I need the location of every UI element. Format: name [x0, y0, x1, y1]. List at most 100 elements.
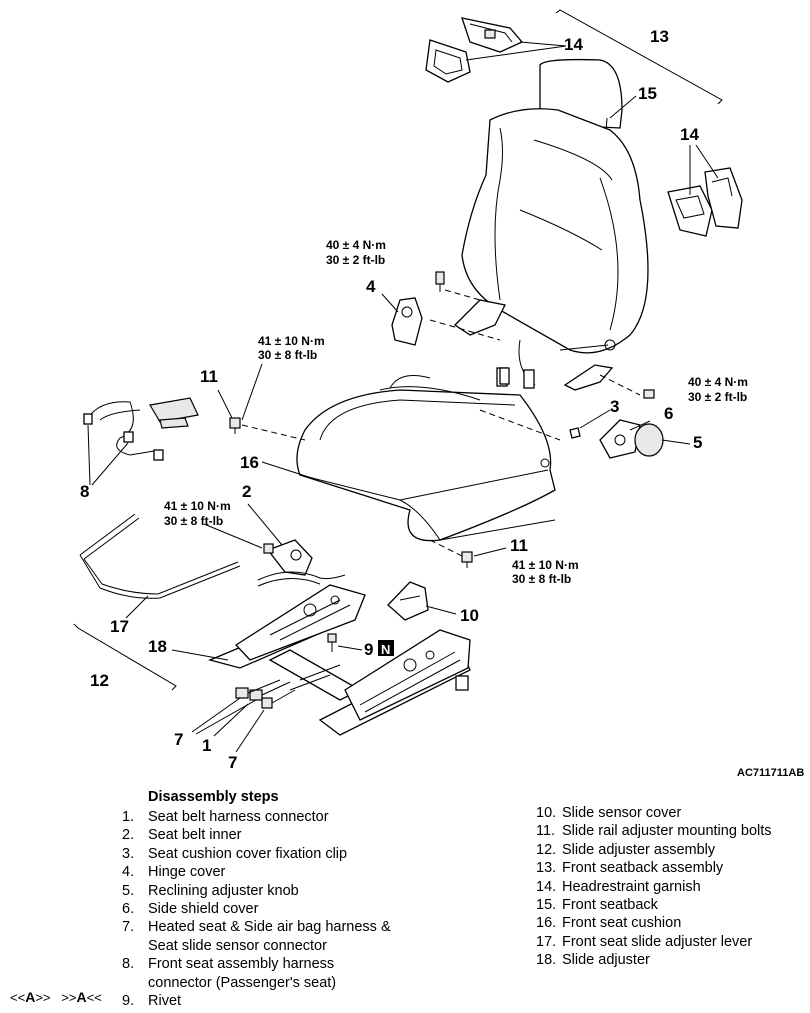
cushion-cover-clip — [569, 427, 581, 439]
step-number: 3. — [122, 845, 135, 862]
step-12: 12. Slide adjuster assembly — [536, 841, 715, 859]
step-number: 6. — [122, 901, 135, 917]
callout-11-lower: 11 — [510, 536, 528, 555]
step-text: Rivet — [148, 993, 182, 1009]
callout-14-top: 14 — [564, 35, 583, 54]
step-number: 15. — [536, 897, 557, 913]
step-text: Front seat cushion — [562, 915, 682, 932]
step-2: 2.Seat belt inner — [122, 826, 242, 844]
step-text: Front seat assembly harness — [148, 956, 335, 973]
headrestraint-garnish-top — [461, 17, 524, 53]
step-8: 8. Front seat assembly harness — [122, 955, 334, 973]
step-18: 18. Slide adjuster — [536, 951, 650, 969]
step-1: 1.Seat belt harness connector — [122, 808, 329, 826]
step-text: Slide sensor cover — [562, 805, 682, 821]
slide-rail-bolt-lower — [461, 551, 473, 568]
steps-title: Disassembly steps — [148, 789, 279, 805]
callout-4: 4 — [366, 277, 376, 296]
rivet — [327, 633, 337, 652]
step-7: 7.Heated seat & Side air bag harness & — [122, 918, 391, 936]
callout-8: 8 — [80, 482, 89, 501]
callout-13: 13 — [650, 27, 669, 46]
step-17: 17. Front seat slide adjuster lever — [536, 933, 752, 951]
callout-16: 16 — [240, 453, 259, 472]
next-close: << — [86, 990, 102, 1005]
torque-belt-ftlb: 30 ± 8 ft-lb — [164, 514, 223, 528]
callout-14-right: 14 — [680, 125, 699, 144]
seat-exploded-diagram: 14 13 15 14 4 11 3 6 5 16 8 2 11 10 17 1… — [73, 9, 804, 779]
torque-rail-upper-ftlb: 30 ± 8 ft-lb — [258, 348, 317, 362]
seat-belt-inner — [257, 539, 346, 587]
slide-adjuster — [207, 584, 471, 736]
step-text: Front seat slide adjuster lever — [562, 933, 753, 950]
step-5: 5.Reclining adjuster knob — [122, 882, 299, 900]
step-text: Reclining adjuster knob — [148, 882, 299, 899]
hinge-cover — [391, 297, 423, 346]
step-9: 9.Rivet — [122, 992, 181, 1010]
step-16: 16.Front seat cushion — [536, 914, 681, 932]
connector-cluster — [235, 679, 296, 709]
step-number: 8. — [122, 956, 135, 973]
step-11: 11.Slide rail adjuster mounting bolts — [536, 822, 772, 840]
bracket-12 — [73, 623, 177, 691]
step-14: 14. Headrestraint garnish — [536, 878, 701, 896]
figure-id: AC711711AB — [737, 767, 804, 779]
reclining-adjuster-knob — [634, 423, 664, 457]
callout-3: 3 — [610, 397, 619, 416]
step-number: 10. — [536, 805, 557, 821]
callout-17: 17 — [110, 617, 129, 636]
step-number: 13. — [536, 860, 557, 877]
headrestraint-garnish-right — [667, 167, 743, 237]
step-15: 15.Front seatback — [536, 896, 658, 914]
step-number: 17. — [536, 933, 557, 950]
callout-6: 6 — [664, 404, 673, 423]
seatback-bolt-lower — [643, 389, 655, 399]
step-text: Hinge cover — [148, 864, 226, 881]
step-number: 2. — [122, 827, 135, 844]
torque-rail-lower-ftlb: 30 ± 8 ft-lb — [512, 572, 571, 586]
bracket-13 — [555, 9, 723, 105]
non-reusable-badge — [378, 640, 394, 656]
step-text: Slide adjuster — [562, 952, 650, 969]
step-text: Slide rail adjuster mounting bolts — [562, 823, 772, 840]
step-text: Front seatback assembly — [562, 860, 724, 877]
slide-rail-bolt-upper — [229, 417, 241, 434]
harness-connector — [83, 397, 199, 461]
callout-12: 12 — [90, 671, 109, 690]
step-text: Seat belt harness connector — [148, 809, 329, 825]
callout-2: 2 — [242, 482, 251, 501]
step-text: Slide adjuster assembly — [562, 841, 716, 858]
step-13: 13. Front seatback assembly — [536, 859, 723, 877]
step-10: 10. Slide sensor cover — [536, 804, 681, 822]
side-shield-cover — [599, 419, 641, 459]
callout-1: 1 — [202, 736, 211, 755]
step-text: Headrestraint garnish — [562, 878, 701, 895]
next-procedure-link[interactable]: >>A<< — [61, 989, 102, 1005]
torque-rail-lower-nm: 41 ± 10 N·m — [512, 558, 579, 572]
callout-7-left: 7 — [174, 730, 183, 749]
step-number: 12. — [536, 841, 557, 858]
step-number: 18. — [536, 952, 557, 969]
step-text: connector (Passenger's seat) — [148, 974, 337, 991]
prev-open: << — [10, 990, 26, 1005]
step-4: 4. Hinge cover — [122, 863, 225, 881]
prev-close: >> — [35, 990, 51, 1005]
callout-9: 9 — [364, 640, 373, 659]
callout-7-lower: 7 — [228, 753, 237, 772]
prev-letter: A — [25, 989, 36, 1005]
callout-11-upper: 11 — [200, 367, 218, 386]
step-number: 4. — [122, 864, 135, 881]
step-number: 14. — [536, 878, 557, 895]
callout-18: 18 — [148, 637, 167, 656]
step-text: Heated seat & Side air bag harness & — [148, 919, 391, 936]
torque-hinge-nm: 40 ± 4 N·m — [326, 238, 386, 252]
prev-procedure-link[interactable]: <<A>> — [10, 989, 51, 1005]
seat-belt-bolt — [263, 543, 274, 554]
step-text: Seat cushion cover fixation clip — [148, 845, 348, 862]
non-reusable-mark: N — [381, 642, 390, 657]
next-letter: A — [76, 989, 87, 1005]
procedure-nav: <<A>> >>A<< — [10, 989, 102, 1005]
step-7-line-2: Seat slide sensor connector — [122, 937, 327, 955]
callout-10: 10 — [460, 606, 479, 625]
